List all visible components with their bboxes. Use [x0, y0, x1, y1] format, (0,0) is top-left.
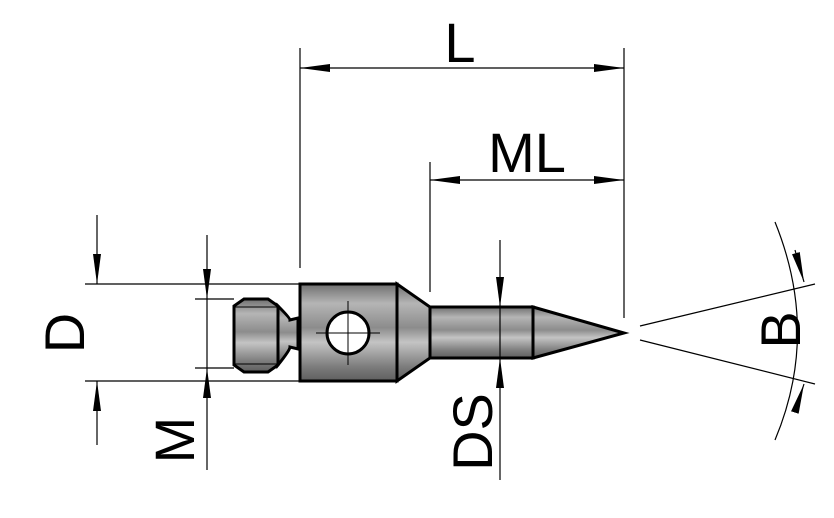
cone-taper: [395, 281, 432, 384]
tip-cone: [531, 305, 630, 360]
label-D: D: [33, 313, 96, 353]
label-L: L: [444, 11, 475, 74]
stem: [428, 305, 535, 360]
label-ML: ML: [488, 121, 566, 184]
label-DS: DS: [441, 393, 504, 471]
hole-centerlines: [234, 301, 380, 365]
thread-head: [232, 297, 280, 374]
label-M: M: [143, 417, 206, 464]
label-B: B: [749, 311, 812, 348]
stylus-part: [232, 281, 630, 384]
neck: [276, 302, 300, 370]
dimension-lines: [85, 48, 816, 480]
